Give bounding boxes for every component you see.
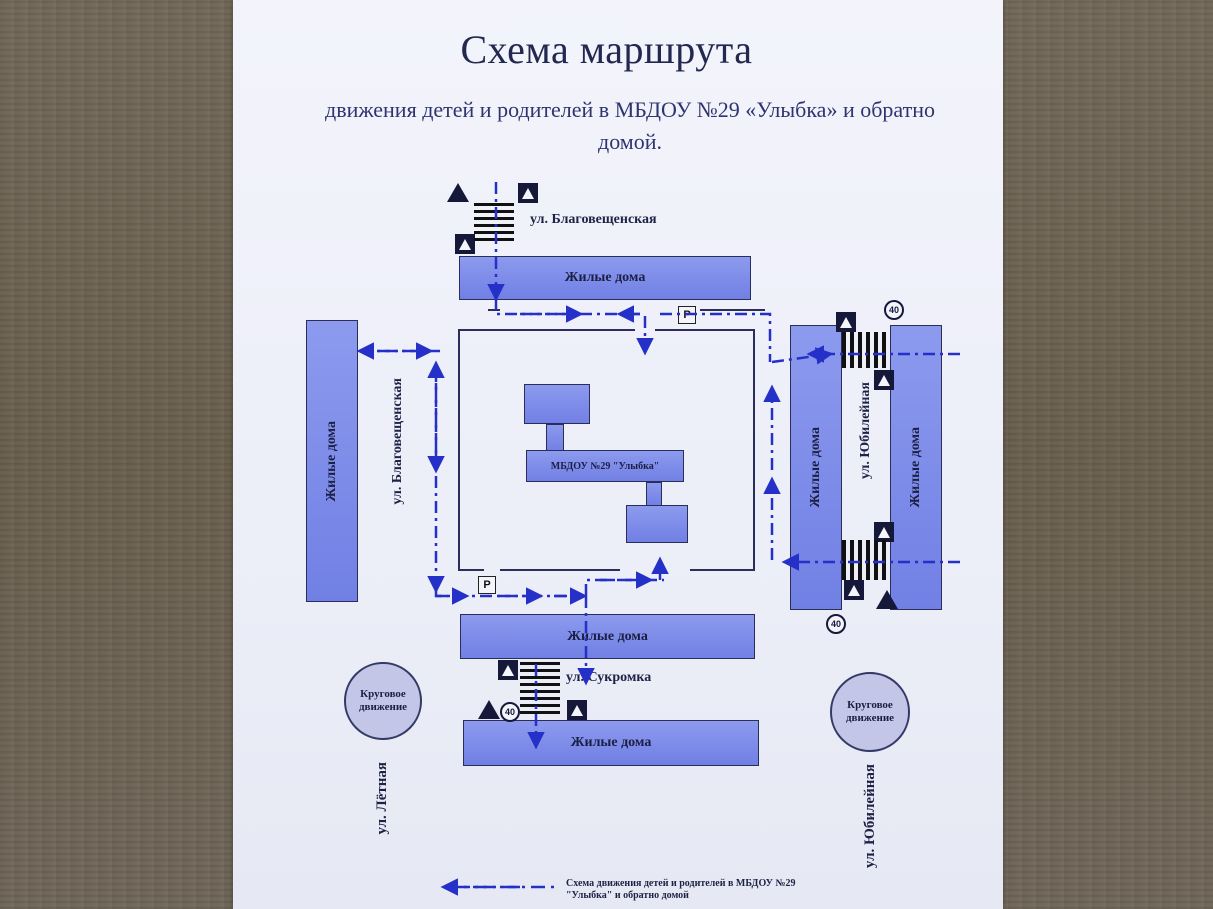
pedestrian-crossing-sign-icon — [498, 660, 518, 680]
page-title: Схема маршрута — [460, 27, 753, 72]
pedestrian-crossing-sign-icon — [836, 312, 856, 332]
residential-block-south-2: Жилые дома — [463, 720, 759, 766]
pedestrian-crossing-sign-icon — [844, 580, 864, 600]
pedestrian-crossing-sign-icon — [518, 183, 538, 203]
block-label: Жилые дома — [564, 270, 646, 285]
roundabout-right: Круговое движение — [830, 672, 910, 752]
children-warning-sign-icon — [876, 590, 898, 609]
street-blagoveshchenskaya-top: ул. Благовещенская — [530, 212, 657, 227]
roundabout-left: Круговое движение — [344, 662, 422, 740]
route-arrows — [356, 182, 960, 896]
page-subtitle: движения детей и родителей в МБДОУ №29 «… — [325, 97, 935, 154]
pedestrian-crossing-sign-icon — [455, 234, 475, 254]
speed-limit-icon: 40 — [884, 300, 904, 320]
residential-block-west: Жилые дома — [306, 320, 358, 602]
parking-icon: P — [478, 576, 496, 594]
building-upper — [524, 384, 590, 424]
zebra-crossing-north — [474, 203, 514, 241]
building-lower — [626, 505, 688, 543]
roundabout-label: Круговое движение — [358, 688, 408, 713]
children-warning-sign-icon — [478, 700, 500, 719]
zebra-crossing-south — [520, 662, 560, 714]
block-label: Жилые дома — [567, 628, 648, 644]
speed-limit-icon: 40 — [500, 702, 520, 722]
pedestrian-crossing-sign-icon — [874, 522, 894, 542]
kindergarten-territory-fence — [458, 309, 765, 571]
zebra-crossing-east-bottom — [842, 540, 886, 580]
residential-block-south-1: Жилые дома — [460, 614, 755, 659]
kindergarten-main-building: МБДОУ №29 "Улыбка" — [526, 450, 684, 482]
block-label: Жилые дома — [570, 735, 652, 750]
pedestrian-crossing-sign-icon — [567, 700, 587, 720]
legend-text: Схема движения детей и родителей в МБДОУ… — [566, 878, 796, 901]
speed-limit-icon: 40 — [826, 614, 846, 634]
kindergarten-label: МБДОУ №29 "Улыбка" — [550, 460, 660, 472]
residential-block-north: Жилые дома — [459, 256, 751, 300]
pedestrian-crossing-sign-icon — [874, 370, 894, 390]
zebra-crossing-east-top — [842, 332, 886, 368]
children-warning-sign-icon — [447, 183, 469, 202]
roundabout-label: Круговое движение — [845, 699, 895, 724]
